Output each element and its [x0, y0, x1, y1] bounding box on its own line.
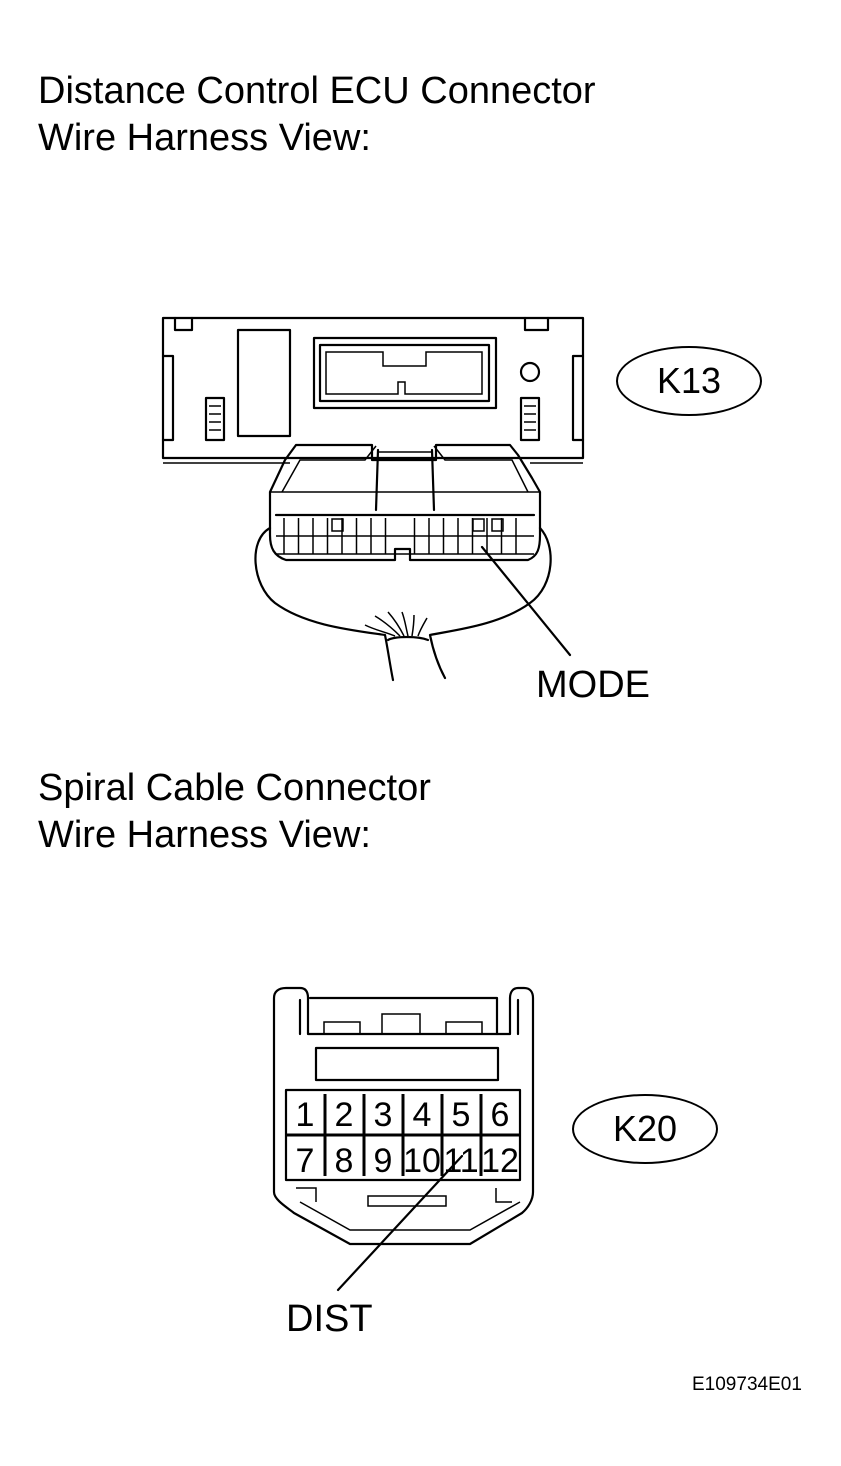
- mode-leader-line: [480, 545, 572, 657]
- k20-pin-9: 9: [374, 1142, 393, 1180]
- spiral-cable-connector-heading: Spiral Cable Connector Wire Harness View…: [38, 765, 431, 859]
- k13-pin-grid: [283, 518, 517, 554]
- heading-line: Wire Harness View:: [38, 117, 371, 159]
- k20-connector-badge: K20: [572, 1094, 718, 1164]
- k20-pin-1: 1: [296, 1096, 315, 1134]
- heading-line: Spiral Cable Connector: [38, 767, 431, 809]
- k20-pin-6: 6: [491, 1096, 510, 1134]
- k20-pin-4: 4: [413, 1096, 432, 1134]
- k20-pin-11: 11: [443, 1142, 478, 1180]
- mode-terminal-label: MODE: [536, 664, 650, 706]
- k13-connector-drawing: [254, 443, 552, 682]
- connector-code: K13: [656, 360, 722, 401]
- k20-pin-2: 2: [335, 1096, 354, 1134]
- dist-terminal-label: DIST: [286, 1298, 373, 1340]
- heading-line: Wire Harness View:: [38, 814, 371, 856]
- heading-line: Distance Control ECU Connector: [38, 70, 596, 112]
- k20-pin-3: 3: [374, 1096, 393, 1134]
- k20-pin-10: 10: [403, 1142, 441, 1180]
- ecu-connector-heading: Distance Control ECU Connector Wire Harn…: [38, 68, 596, 162]
- figure-reference: E109734E01: [692, 1374, 802, 1395]
- dist-leader-line: [336, 1154, 464, 1292]
- k13-connector-badge: K13: [616, 346, 762, 416]
- k20-pin-5: 5: [452, 1096, 471, 1134]
- k20-pin-12: 12: [481, 1142, 519, 1180]
- latch-left: [204, 396, 226, 442]
- latch-right: [519, 396, 541, 442]
- k20-pin-8: 8: [335, 1142, 354, 1180]
- k20-pin-7: 7: [296, 1142, 315, 1180]
- ecu-housing-drawing: [161, 316, 585, 464]
- connector-code: K20: [612, 1108, 678, 1149]
